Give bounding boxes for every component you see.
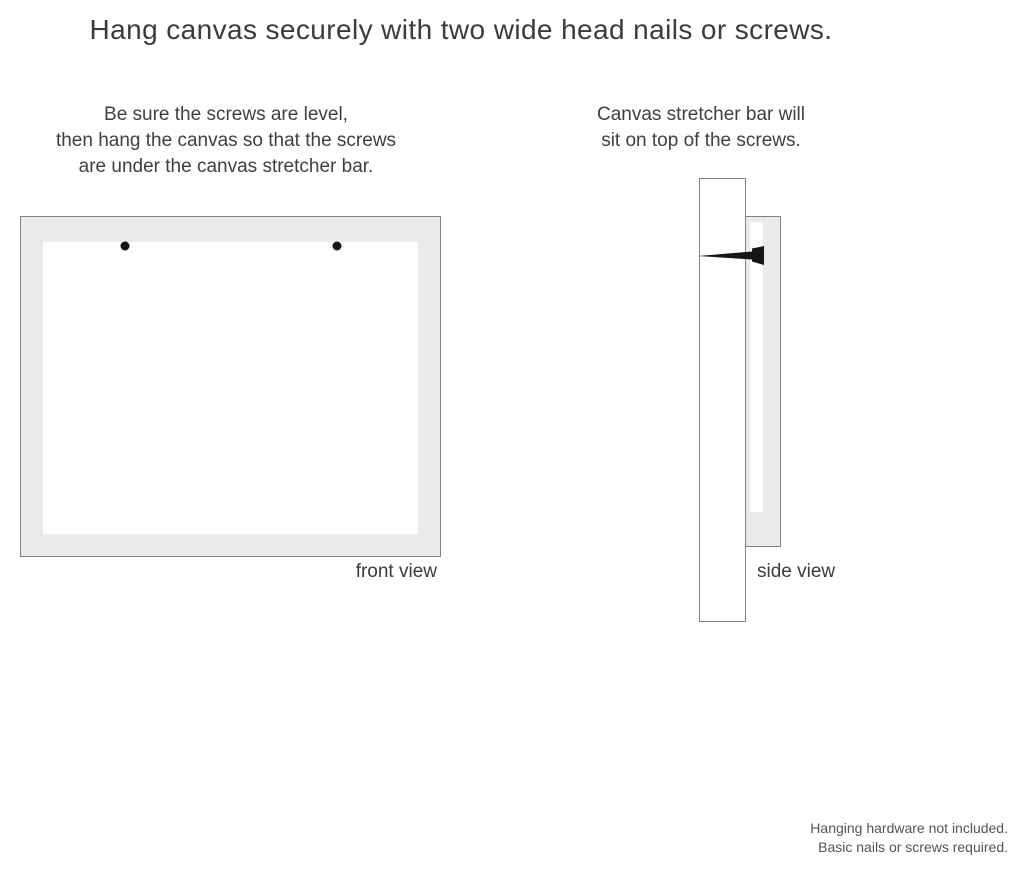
canvas-front-inner	[43, 242, 418, 534]
right-screw-dot	[332, 241, 342, 251]
wall-bar	[699, 178, 746, 622]
hardware-disclaimer: Hanging hardware not included. Basic nai…	[810, 820, 1008, 855]
hanging-diagram	[20, 178, 781, 622]
side-view-diagram	[698, 178, 781, 622]
page-title: Hang canvas securely with two wide head …	[89, 14, 833, 45]
front-view-diagram	[20, 216, 441, 557]
side-view-label: side view	[757, 561, 836, 582]
left-screw-dot	[120, 241, 130, 251]
nail-icon	[698, 246, 764, 265]
canvas-side-inner	[750, 222, 763, 512]
front-view-instructions: Be sure the screws are level, then hang …	[55, 104, 397, 177]
side-view-instructions: Canvas stretcher bar will sit on top of …	[596, 104, 806, 151]
front-view-label: front view	[355, 561, 437, 582]
